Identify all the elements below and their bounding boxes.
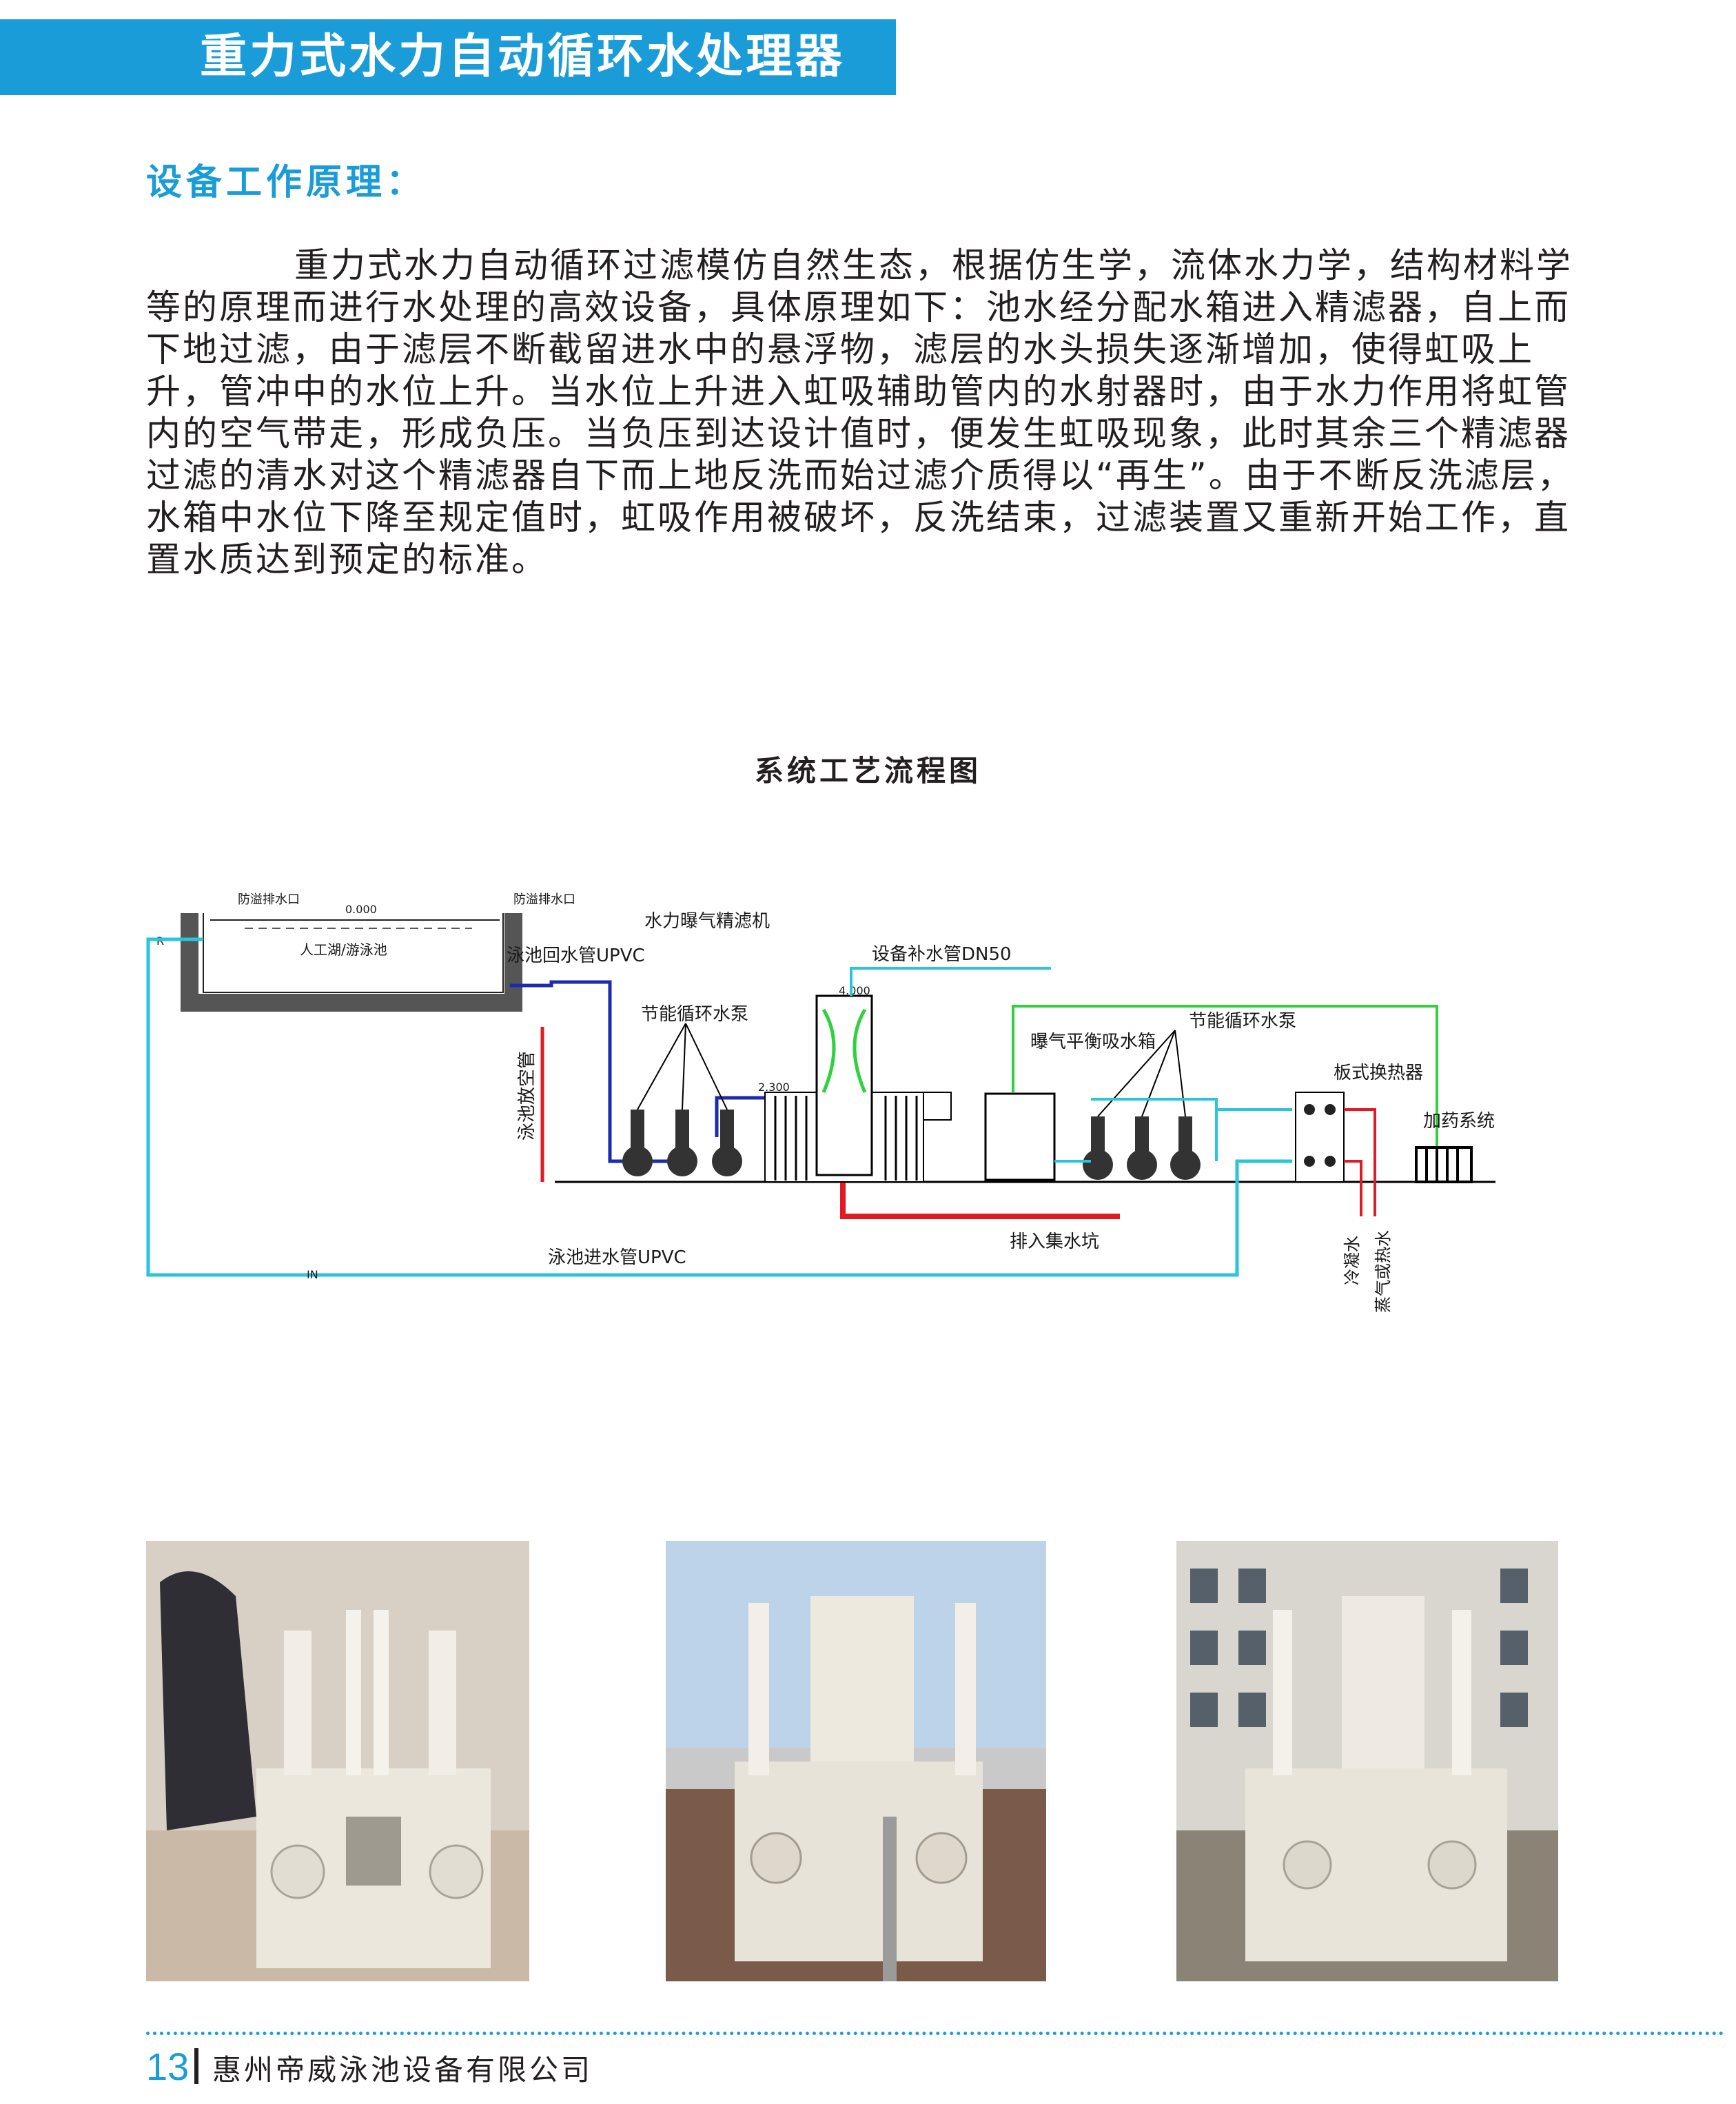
label-pump-left: 节能循环水泵 xyxy=(641,1004,748,1025)
label-filter-machine: 水力曝气精滤机 xyxy=(644,911,770,932)
filter-photo-3 xyxy=(1176,1541,1558,1981)
label-overflow-left: 防溢排水口 xyxy=(238,892,300,907)
footer-separator xyxy=(194,2048,198,2084)
body-text: 重力式水力自动循环过滤模仿自然生态，根据仿生学，流体水力学，结构材料学等的原理而… xyxy=(146,245,1600,581)
left-pumps xyxy=(622,1110,742,1176)
label-return-pipe: 泳池回水管UPVC xyxy=(507,946,645,966)
filter-machine xyxy=(764,994,952,1183)
label-pool: 人工湖/游泳池 xyxy=(300,941,387,958)
label-dosing: 加药系统 xyxy=(1423,1111,1495,1132)
body-paragraph: 重力式水力自动循环过滤模仿自然生态，根据仿生学，流体水力学，结构材料学等的原理而… xyxy=(146,245,1574,580)
label-drain-pipe: 泳池放空管 xyxy=(517,1051,538,1141)
label-heat-exchanger: 板式换热器 xyxy=(1334,1063,1423,1083)
section-heading: 设备工作原理： xyxy=(146,162,427,203)
label-pump-right: 节能循环水泵 xyxy=(1189,1011,1296,1032)
label-balance-tank: 曝气平衡吸水箱 xyxy=(1030,1032,1156,1052)
label-sump: 排入集水坑 xyxy=(1010,1232,1099,1252)
company-name: 惠州帝威泳池设备有限公司 xyxy=(212,2053,593,2087)
page-number: 13 xyxy=(146,2045,190,2088)
label-overflow-right: 防溢排水口 xyxy=(513,892,575,907)
figure-title: 系统工艺流程图 xyxy=(754,754,981,788)
filter-photo-2 xyxy=(666,1541,1046,1981)
filter-photo-1 xyxy=(146,1541,529,1981)
label-level: 0.000 xyxy=(345,903,377,916)
pump-loop-line xyxy=(1091,1098,1218,1161)
dosing-system xyxy=(1415,1146,1473,1183)
page-title: 重力式水力自动循环水处理器 xyxy=(200,30,846,84)
heat-exchanger xyxy=(1295,1092,1376,1216)
pool-basin xyxy=(181,913,522,1012)
label-elev: 2.300 xyxy=(758,1081,790,1094)
sump-pipe-line xyxy=(840,1168,1120,1219)
label-inlet-pipe: 泳池进水管UPVC xyxy=(548,1247,686,1268)
process-flow-diagram: 防溢排水口 防溢排水口 0.000 人工湖/游泳池 R 泳池进水管UPVC IN… xyxy=(146,892,1495,1313)
title-bar xyxy=(0,19,896,95)
footer-rule xyxy=(146,2032,1724,2035)
right-pumps xyxy=(1083,1116,1201,1180)
label-in-mark: IN xyxy=(307,1268,318,1281)
inlet-pipe-line xyxy=(146,937,1292,1277)
label-steam: 蒸气或热水 xyxy=(1374,1230,1393,1313)
label-condensate: 冷凝水 xyxy=(1342,1236,1362,1285)
label-makeup-pipe: 设备补水管DN50 xyxy=(872,944,1012,965)
dosing-line xyxy=(1012,1005,1438,1147)
makeup-pipe-line xyxy=(850,967,1051,996)
balance-tank xyxy=(984,1092,1056,1181)
return-pipe-line xyxy=(510,980,679,1163)
label-filter-level: 4.000 xyxy=(839,984,870,997)
